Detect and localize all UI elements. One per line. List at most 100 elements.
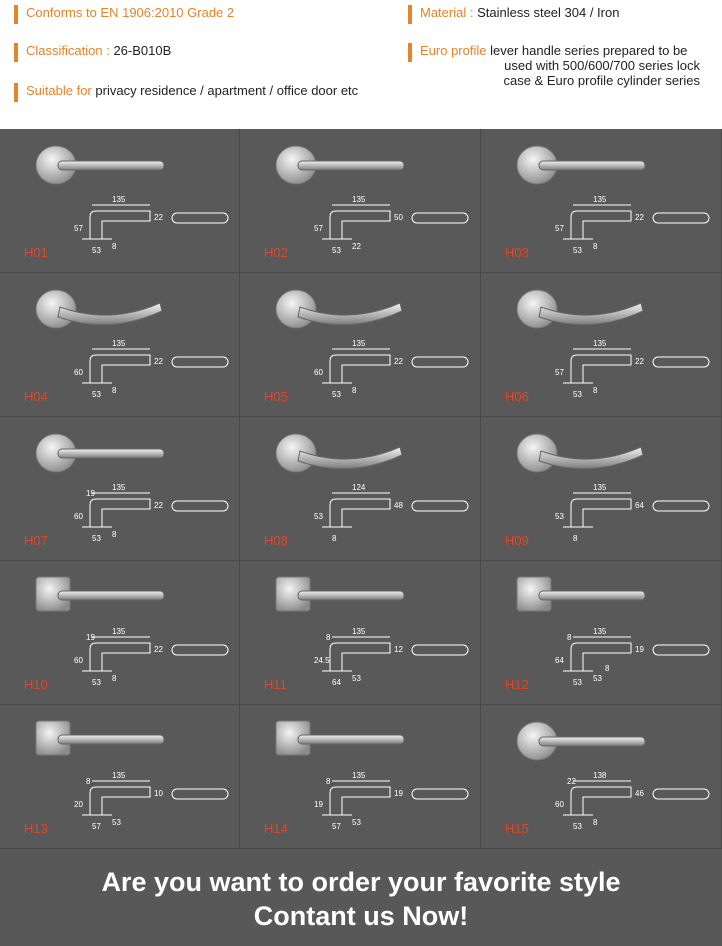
dimension-label: 8 — [86, 777, 91, 786]
dimension-label: 8 — [326, 633, 331, 642]
dimension-label: 53 — [573, 390, 582, 399]
dimension-label: 10 — [154, 789, 163, 798]
dimension-label: 48 — [394, 501, 403, 510]
spec-suitable-label: Suitable for — [26, 83, 92, 98]
dimension-label: 53 — [593, 674, 602, 683]
dimension-label: 8 — [593, 242, 598, 251]
dimension-label: 22 — [154, 645, 163, 654]
dimension-label: 135 — [352, 771, 366, 780]
technical-drawing — [570, 642, 632, 671]
dimension-label: 19 — [86, 633, 95, 642]
technical-drawing — [570, 210, 632, 239]
product-code: H08 — [264, 533, 288, 548]
end-profile — [411, 356, 469, 368]
lever-bar — [538, 590, 646, 601]
spec-classification-value: 26-B010B — [113, 43, 172, 58]
dimension-label: 46 — [635, 789, 644, 798]
dimension-label: 8 — [593, 386, 598, 395]
dimension-label: 60 — [74, 512, 83, 521]
dimension-label: 8 — [332, 534, 337, 543]
end-profile — [652, 788, 710, 800]
spec-conforms: Conforms to EN 1906:2010 Grade 2 — [14, 5, 234, 24]
spec-suitable-value: privacy residence / apartment / office d… — [95, 83, 359, 98]
footer-line1: Are you want to order your favorite styl… — [101, 867, 621, 897]
dimension-label: 53 — [92, 390, 101, 399]
accent-bar — [408, 5, 412, 24]
dimension-label: 22 — [635, 213, 644, 222]
dimension-label: 53 — [314, 512, 323, 521]
lever-bar — [538, 302, 644, 326]
end-profile — [411, 212, 469, 224]
spec-euro-label: Euro profile — [420, 43, 487, 58]
lever-bar — [57, 734, 165, 745]
lever-bar — [297, 446, 403, 470]
dimension-label: 22 — [567, 777, 576, 786]
round-rosette — [35, 289, 77, 329]
spec-material: Material : Stainless steel 304 / Iron — [408, 5, 619, 24]
product-code: H14 — [264, 821, 288, 836]
end-profile — [411, 500, 469, 512]
lever-bar — [57, 302, 163, 326]
round-rosette — [516, 289, 558, 329]
dimension-label: 53 — [352, 818, 361, 827]
lever-bar — [538, 446, 644, 470]
dimension-label: 53 — [112, 818, 121, 827]
product-code: H13 — [24, 821, 48, 836]
dimension-label: 8 — [605, 664, 610, 673]
accent-bar — [14, 5, 18, 24]
dimension-label: 19 — [86, 489, 95, 498]
product-code: H07 — [24, 533, 48, 548]
footer-banner: Are you want to order your favorite styl… — [0, 850, 722, 946]
lever-bar — [297, 302, 403, 326]
lever-bar — [57, 160, 165, 171]
round-rosette — [275, 433, 317, 473]
dimension-label: 22 — [635, 357, 644, 366]
lever-bar — [297, 160, 405, 171]
dimension-label: 57 — [92, 822, 101, 831]
dimension-label: 135 — [352, 195, 366, 204]
dimension-label: 20 — [74, 800, 83, 809]
product-code: H02 — [264, 245, 288, 260]
dimension-label: 8 — [112, 386, 117, 395]
spec-euro-line1: lever handle series prepared to be — [490, 43, 688, 58]
end-profile — [171, 644, 229, 656]
technical-drawing — [89, 786, 151, 815]
dimension-label: 57 — [314, 224, 323, 233]
footer-line2: Contant us Now! — [253, 901, 469, 931]
dimension-label: 57 — [555, 368, 564, 377]
product-code: H01 — [24, 245, 48, 260]
technical-drawing — [329, 642, 391, 671]
technical-drawing — [329, 210, 391, 239]
technical-drawing — [89, 498, 151, 527]
dimension-label: 53 — [92, 534, 101, 543]
dimension-label: 57 — [555, 224, 564, 233]
end-profile — [652, 356, 710, 368]
dimension-label: 53 — [573, 246, 582, 255]
spec-euro-line2: used with 500/600/700 series lock — [504, 58, 700, 73]
end-profile — [411, 644, 469, 656]
end-profile — [171, 212, 229, 224]
technical-drawing — [89, 642, 151, 671]
dimension-label: 135 — [352, 339, 366, 348]
dimension-label: 53 — [555, 512, 564, 521]
product-code: H06 — [505, 389, 529, 404]
dimension-label: 50 — [394, 213, 403, 222]
spec-suitable: Suitable for privacy residence / apartme… — [14, 83, 359, 102]
lever-bar — [57, 590, 165, 601]
dimension-label: 135 — [112, 771, 126, 780]
dimension-label: 8 — [352, 386, 357, 395]
